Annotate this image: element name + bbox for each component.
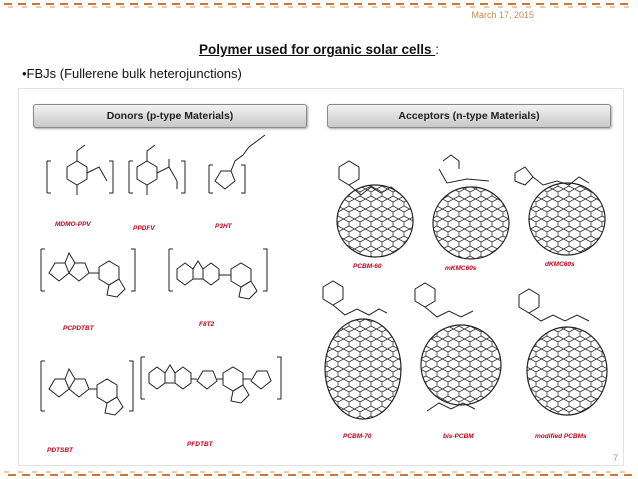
label-pdtsbt: PDTSBT [47, 447, 73, 454]
label-ppdfv: PPDFV [133, 225, 155, 232]
label-dkmc60s: dKMC60s [545, 261, 575, 268]
donors-panel-header: Donors (p-type Materials) [33, 104, 307, 128]
label-bis-pcbm: bis-PCBM [443, 433, 474, 440]
top-border-decoration [4, 3, 634, 8]
label-f8t2: F8T2 [199, 321, 215, 328]
mdmo-ppv-structure [46, 144, 114, 195]
acceptors-panel-header: Acceptors (n-type Materials) [327, 104, 611, 128]
bottom-border-decoration [4, 471, 634, 476]
label-p3ht: P3HT [215, 223, 232, 230]
label-pfdtbt: PFDTBT [187, 441, 213, 448]
label-pcbm-60: PCBM-60 [353, 263, 382, 270]
f8t2-structure [168, 248, 268, 300]
bullet-fbjs: •FBJs (Fullerene bulk heterojunctions) [22, 66, 242, 81]
label-modified-pcbms: modified PCBMs [535, 433, 587, 440]
slide-date: March 17, 2015 [471, 10, 534, 20]
pcpdtbt-structure [40, 248, 136, 298]
label-mkmc60s: mKMC60s [445, 265, 477, 272]
chemical-structures-drawing [40, 134, 608, 420]
pfdtbt-structure [140, 356, 282, 404]
label-pcpdtbt: PCPDTBT [63, 325, 94, 332]
label-mdmo-ppv: MDMO-PPV [55, 221, 91, 228]
slide-title: Polymer used for organic solar cells : [0, 42, 638, 57]
ppdfv-structure [128, 144, 186, 195]
polymer-structures-figure: Donors (p-type Materials) Acceptors (n-t… [18, 88, 624, 466]
slide-title-colon: : [435, 42, 440, 57]
label-pcbm-70: PCBM-70 [343, 433, 372, 440]
slide-title-text: Polymer used for organic solar cells [198, 42, 436, 57]
pdtsbt-structure [40, 360, 134, 416]
p3ht-structure [208, 134, 266, 194]
page-number: 7 [612, 453, 618, 463]
